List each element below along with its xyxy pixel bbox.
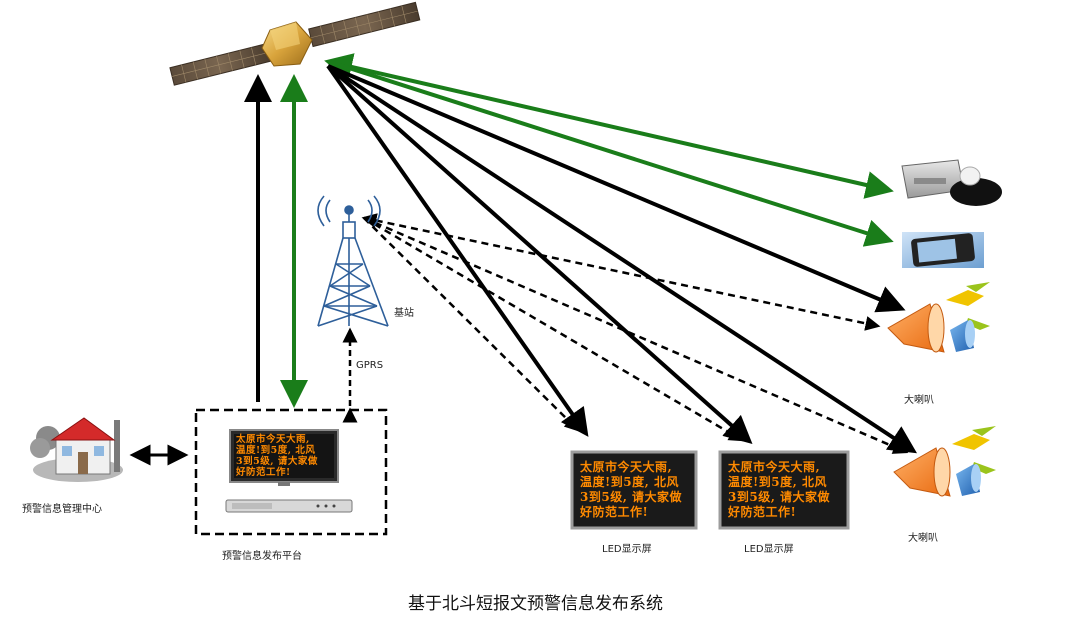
led-line: 好防范工作! bbox=[728, 505, 797, 519]
led-line: 好防范工作! bbox=[580, 505, 649, 519]
satellite-speaker2-link bbox=[326, 64, 918, 454]
led-screen-2-message: 太原市今天大雨, 温度!到5度, 北风 3到5级, 请大家做 好防范工作! bbox=[728, 460, 830, 520]
publishing-platform-group bbox=[194, 408, 388, 536]
satellite-led2-link bbox=[326, 64, 753, 444]
led-line: 好防范工作! bbox=[236, 467, 291, 478]
led-line: 温度!到5度, 北风 bbox=[580, 475, 679, 489]
speaker-2-label: 大喇叭 bbox=[908, 533, 938, 544]
led-line: 温度!到5度, 北风 bbox=[728, 475, 827, 489]
led-screen-1 bbox=[570, 450, 698, 530]
cell-tower-icon bbox=[317, 195, 389, 327]
satellite-handheld-link bbox=[329, 60, 894, 247]
led-screen-1-message: 太原市今天大雨, 温度!到5度, 北风 3到5级, 请大家做 好防范工作! bbox=[580, 460, 682, 520]
base-station-label: 基站 bbox=[394, 308, 414, 319]
led-screen-1-label: LED显示屏 bbox=[602, 544, 652, 555]
tower-led1-link bbox=[363, 217, 580, 432]
house-icon bbox=[30, 417, 123, 482]
satellite-terminal-link bbox=[324, 53, 894, 199]
loudspeaker-icon-2 bbox=[893, 426, 996, 497]
platform-led-message: 太原市今天大雨, 温度!到5度, 北风 3到5级, 请大家做 好防范工作! bbox=[236, 434, 318, 478]
led-line: 温度!到5度, 北风 bbox=[236, 445, 316, 456]
led-line: 3到5级, 请大家做 bbox=[728, 490, 831, 504]
rack-device-icon bbox=[225, 499, 353, 513]
led-line: 3到5级, 请大家做 bbox=[236, 456, 318, 467]
led-line: 太原市今天大雨, bbox=[728, 460, 821, 474]
tower-led2-link bbox=[363, 216, 745, 442]
tower-speaker1-link bbox=[361, 213, 881, 331]
terminal-icon bbox=[901, 159, 1002, 206]
led-screen-2-label: LED显示屏 bbox=[744, 544, 794, 555]
tower-speaker2-link bbox=[363, 216, 909, 454]
led-screen-2 bbox=[718, 450, 850, 530]
loudspeaker-icon-1 bbox=[887, 282, 990, 353]
gprs-label: GPRS bbox=[356, 360, 384, 371]
speaker-1-label: 大喇叭 bbox=[904, 395, 934, 406]
led-line: 太原市今天大雨, bbox=[236, 434, 310, 445]
monitor-icon bbox=[229, 429, 339, 486]
led-line: 3到5级, 请大家做 bbox=[580, 490, 683, 504]
management-center-label: 预警信息管理中心 bbox=[22, 504, 102, 515]
satellite-icon bbox=[169, 1, 421, 86]
led-line: 太原市今天大雨, bbox=[580, 460, 673, 474]
publishing-platform-label: 预警信息发布平台 bbox=[222, 551, 302, 562]
handheld-icon bbox=[902, 232, 984, 268]
diagram-caption: 基于北斗短报文预警信息发布系统 bbox=[408, 594, 663, 614]
